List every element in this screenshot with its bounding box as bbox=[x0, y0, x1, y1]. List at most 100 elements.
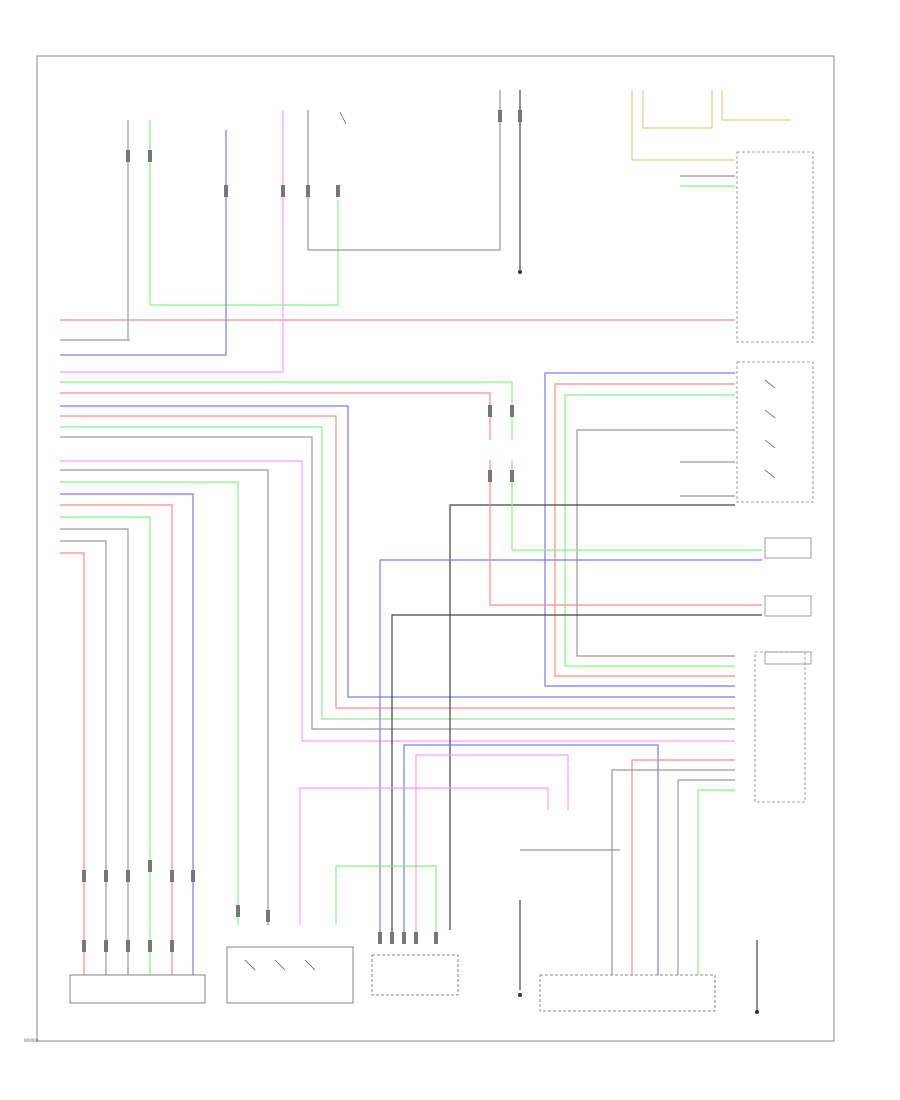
ground-symbols bbox=[518, 270, 759, 1014]
pin-mark bbox=[378, 932, 382, 944]
wire-tan-3 bbox=[721, 90, 790, 121]
wire-green-l5 bbox=[60, 426, 735, 720]
wire-gray-lm7 bbox=[677, 779, 735, 975]
pin-mark bbox=[281, 185, 285, 197]
module-sensor-2 bbox=[764, 595, 812, 617]
wire-green-top-left bbox=[149, 120, 339, 306]
pin-mark bbox=[390, 932, 394, 944]
pin-mark bbox=[191, 870, 195, 882]
module-sensor-1 bbox=[764, 537, 812, 559]
wire-blue-l3 bbox=[60, 405, 735, 698]
pin-mark bbox=[148, 860, 152, 872]
pin-marks bbox=[82, 110, 522, 952]
connector-bottom-right bbox=[539, 974, 716, 1012]
wire-blue-b3 bbox=[60, 493, 194, 975]
wire-blue-s2 bbox=[379, 559, 762, 935]
wire-red-b4 bbox=[60, 504, 173, 975]
pin-mark bbox=[148, 150, 152, 162]
wire-green-s1 bbox=[511, 460, 762, 551]
pin-mark bbox=[336, 185, 340, 197]
wire-gray-l6 bbox=[60, 436, 735, 730]
pin-mark bbox=[104, 940, 108, 952]
pin-mark bbox=[104, 870, 108, 882]
wire-blue-lm1 bbox=[403, 744, 659, 975]
pin-mark bbox=[82, 940, 86, 952]
pin-mark bbox=[488, 405, 492, 417]
bottom-connectors bbox=[69, 946, 716, 1012]
pin-mark bbox=[488, 470, 492, 482]
wire-pink-l7 bbox=[60, 460, 735, 742]
ground-icon bbox=[755, 1010, 759, 1014]
wire-gray-b1 bbox=[60, 469, 269, 925]
wire-group-sensors bbox=[379, 460, 762, 935]
pin-mark bbox=[82, 870, 86, 882]
right-modules bbox=[736, 151, 814, 803]
switch-contact bbox=[764, 409, 776, 419]
wire-red-l4 bbox=[60, 415, 735, 709]
wire-green-lm4 bbox=[335, 865, 437, 935]
wire-pink-top bbox=[60, 110, 284, 373]
wire-red-s3 bbox=[489, 460, 762, 606]
wire-pink-lm2 bbox=[415, 754, 569, 935]
switch-contact bbox=[244, 959, 256, 971]
pin-mark bbox=[148, 940, 152, 952]
module-sensor-3 bbox=[764, 651, 812, 665]
pin-mark bbox=[434, 932, 438, 944]
wire-tan-1 bbox=[631, 90, 735, 161]
pin-mark bbox=[266, 910, 270, 922]
diagram-code: W0000 bbox=[24, 1038, 39, 1043]
module-top-right bbox=[736, 151, 814, 343]
ground-icon bbox=[518, 270, 522, 274]
wire-red-lm5 bbox=[631, 759, 735, 975]
wire-tan-2 bbox=[642, 90, 713, 129]
pin-mark bbox=[126, 940, 130, 952]
diagram-border bbox=[36, 55, 835, 1042]
wire-gray-r4 bbox=[576, 429, 735, 657]
switch-contact bbox=[274, 959, 286, 971]
wire-pink-lm3 bbox=[299, 787, 549, 925]
ground-icon bbox=[518, 993, 522, 997]
pin-mark bbox=[126, 870, 130, 882]
wire-gray-top-2 bbox=[307, 90, 501, 251]
wire-red-l2 bbox=[60, 392, 491, 440]
wire-black-r7 bbox=[449, 504, 735, 930]
switch-contact bbox=[764, 439, 776, 449]
wire-group-top-left bbox=[60, 90, 521, 373]
wire-black-s4 bbox=[391, 614, 762, 935]
pin-mark bbox=[510, 470, 514, 482]
wire-gray-b6 bbox=[60, 528, 129, 975]
wire-group-top-bus bbox=[60, 319, 735, 341]
wire-red-r2 bbox=[554, 383, 735, 677]
module-mid-right bbox=[754, 651, 806, 803]
pin-mark bbox=[170, 940, 174, 952]
wire-group-left-bundle-1 bbox=[60, 381, 735, 742]
wire-group-lower-mid bbox=[299, 744, 758, 1010]
wire-green-b2 bbox=[60, 481, 239, 925]
pin-mark bbox=[510, 405, 514, 417]
module-switch-block bbox=[736, 361, 814, 503]
switch-contact bbox=[764, 379, 776, 389]
pin-mark bbox=[498, 110, 502, 122]
switch-contact bbox=[764, 469, 776, 479]
wire-green-b5 bbox=[60, 516, 151, 975]
pin-mark bbox=[518, 110, 522, 122]
pin-mark bbox=[306, 185, 310, 197]
connector-bottom-center bbox=[371, 954, 459, 996]
wire-gray-lm6 bbox=[611, 769, 735, 975]
connector-bottom-switch bbox=[226, 946, 354, 1004]
wire-green-lm8 bbox=[697, 789, 735, 975]
pin-mark bbox=[402, 932, 406, 944]
pin-mark bbox=[236, 905, 240, 917]
connector-bottom-left bbox=[69, 974, 206, 1004]
pin-mark bbox=[224, 185, 228, 197]
wire-group-top-right bbox=[631, 90, 790, 187]
wire-gray-b7 bbox=[60, 540, 107, 975]
switch-contact bbox=[339, 111, 347, 125]
wire-green-r3 bbox=[564, 394, 735, 667]
wire-blue-top bbox=[60, 130, 227, 356]
wire-blue-r1 bbox=[544, 372, 735, 687]
pin-mark bbox=[170, 870, 174, 882]
pin-mark bbox=[126, 150, 130, 162]
